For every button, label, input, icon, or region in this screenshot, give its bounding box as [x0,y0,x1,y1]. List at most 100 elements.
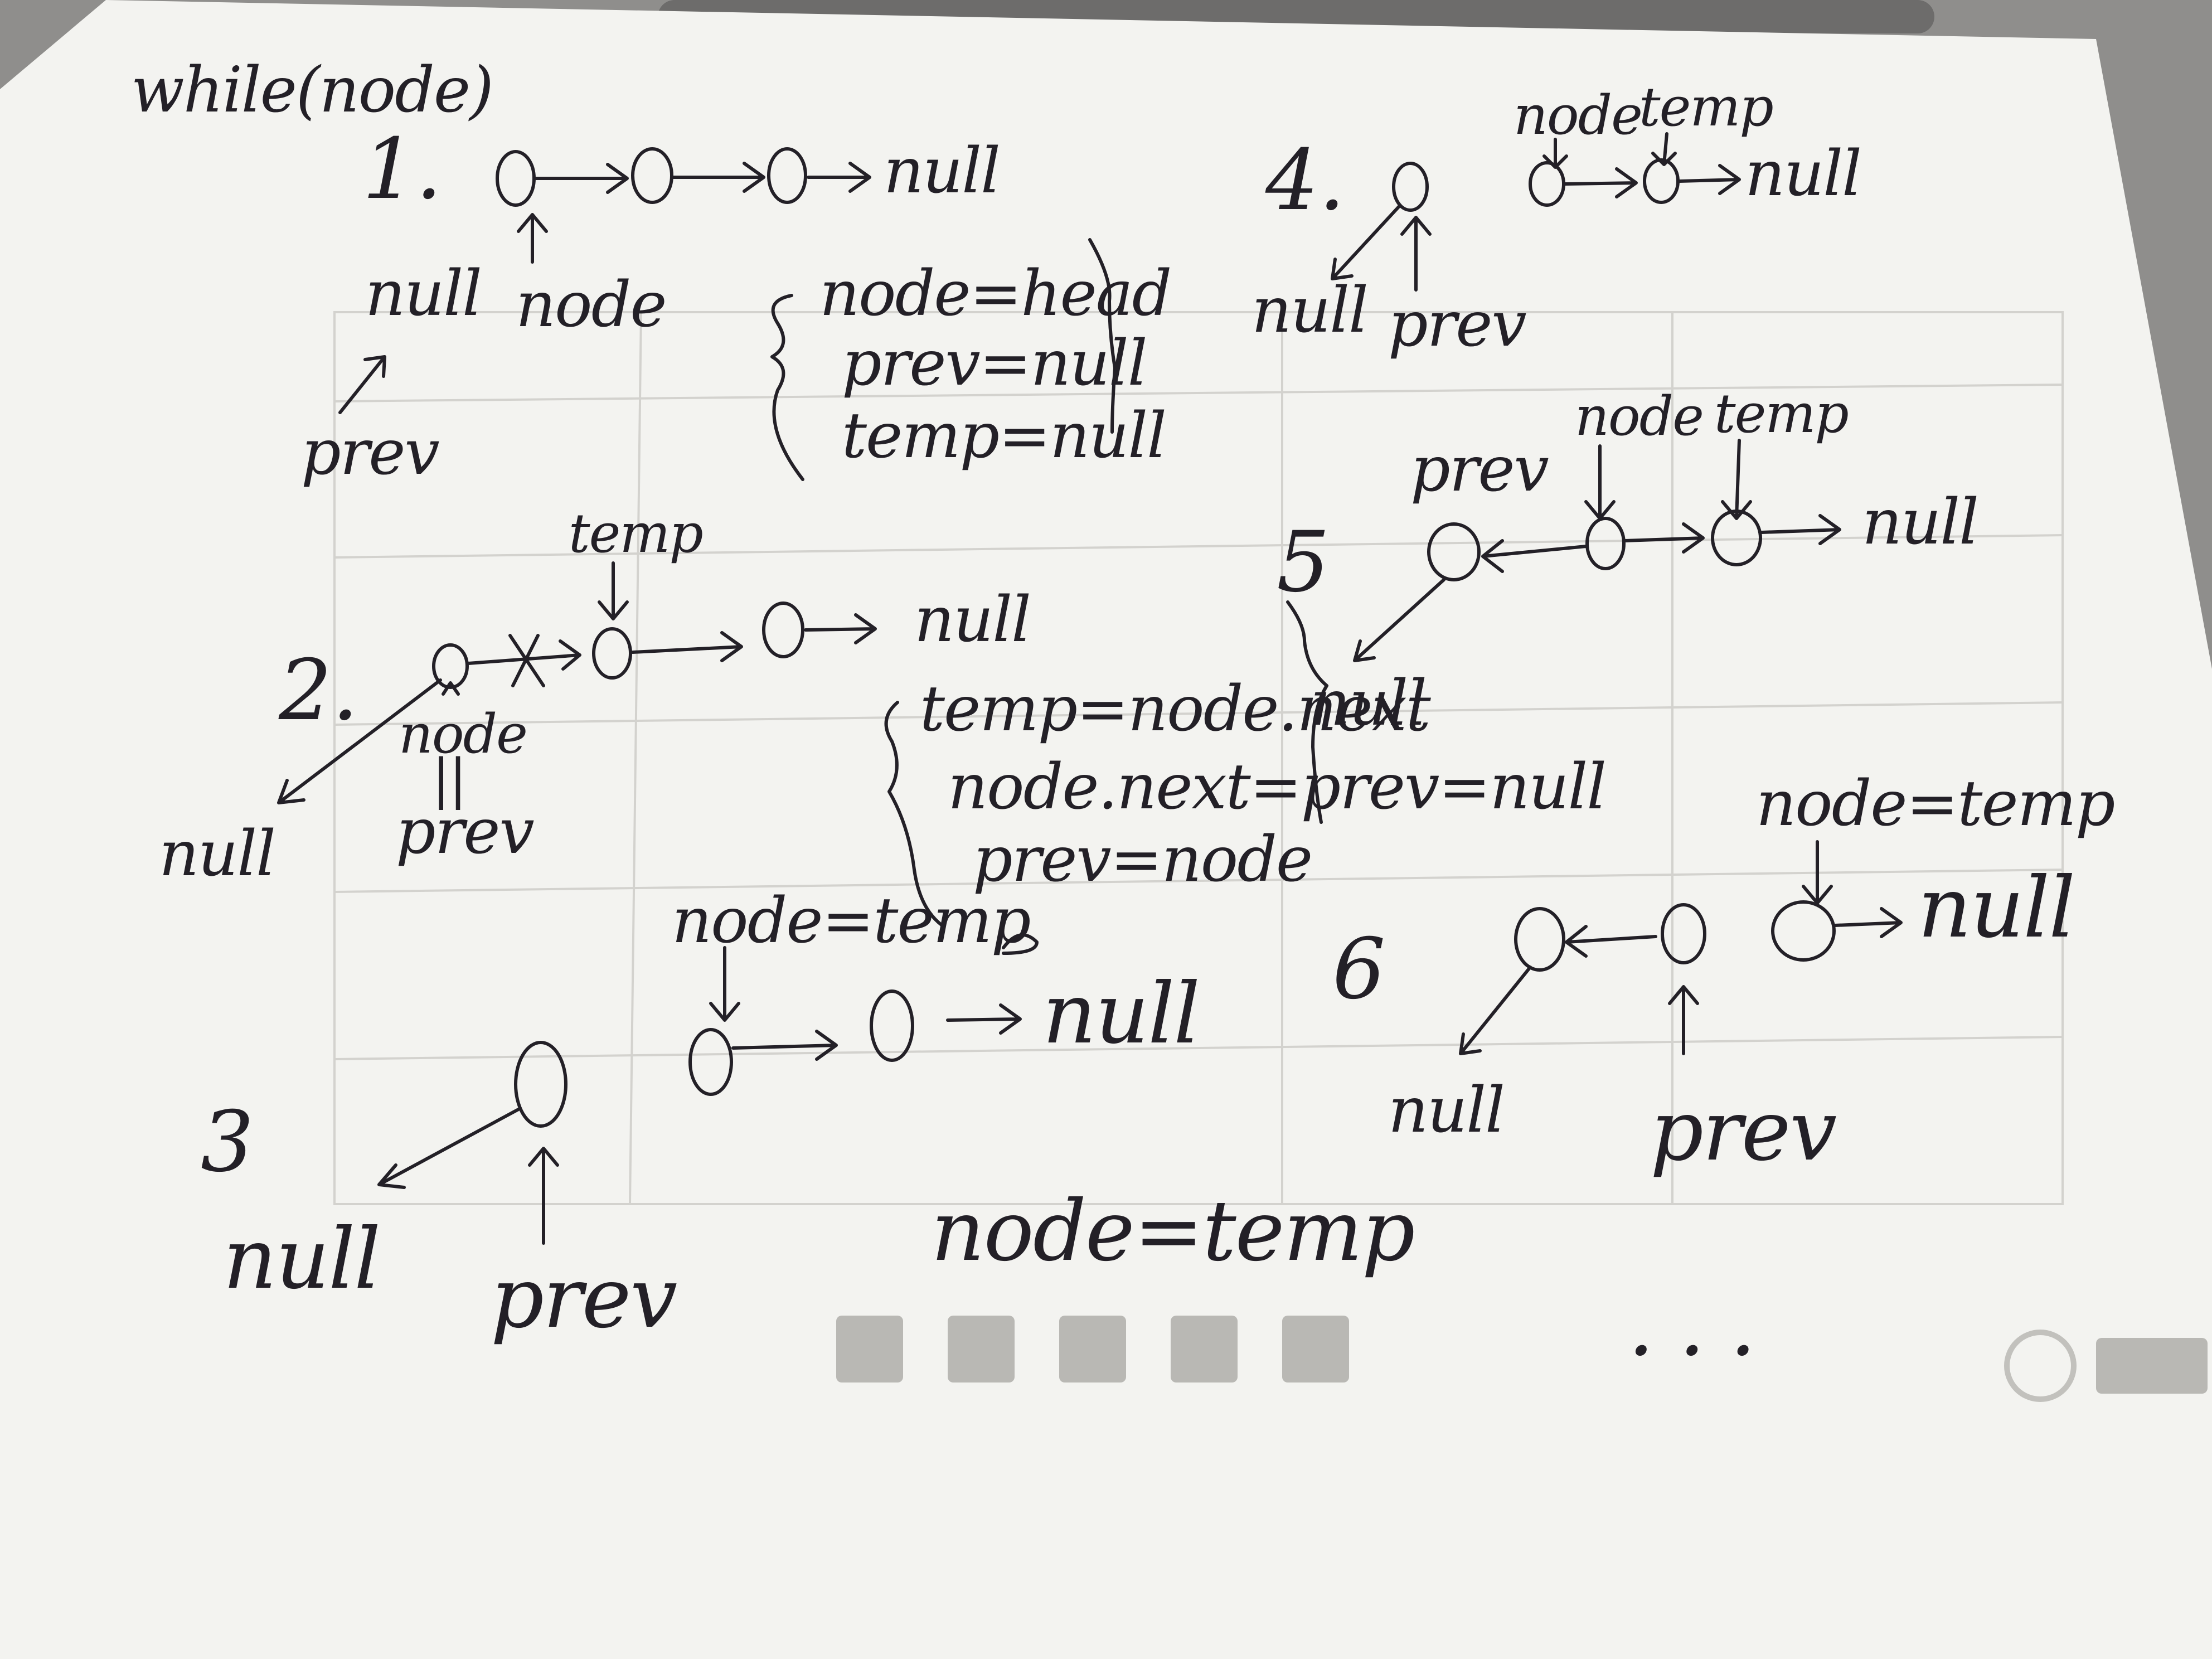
temp-label: temp [1639,76,1773,138]
null-label: null [884,135,1000,207]
node-circle [1771,900,1836,962]
step-3: 3 null prev [201,1041,678,1347]
step-1-label: 1. [362,121,442,218]
node-label: node [1575,385,1703,448]
cross-mark [508,634,545,687]
arrow [1833,907,1903,938]
arrow [533,163,629,194]
down-arrow [598,561,629,620]
node-circle [514,1041,567,1128]
null-label: null [365,258,481,330]
step-5: 5 prev node temp null null [1277,382,1979,824]
up-arrow [1400,216,1432,292]
down-arrow [1802,840,1833,905]
code-line: prev=null [842,327,1147,400]
step-3-label: 3 [201,1094,254,1191]
node-eq-temp-label: node=temp [931,1183,1414,1280]
node-circle [1661,903,1706,964]
step-4: 4. null prev node temp null [1251,76,1862,361]
arrow [671,162,765,193]
node-circle [870,989,914,1062]
up-arrow [1668,985,1699,1055]
code-line: node.next=prev=null [948,751,1605,823]
reverse-arrow [1481,539,1588,573]
arrow [1564,167,1638,198]
step-4-label: 4. [1265,132,1345,229]
node-circle [1427,522,1481,581]
prev-pointer-label: prev [301,416,440,489]
arrow [807,162,871,193]
brace-left [770,294,804,481]
step-1: 1. null node null prev node=head prev=nu… [301,121,1172,489]
node-circle [1711,510,1762,566]
up-arrow [528,1147,559,1245]
up-arrow [338,355,386,414]
step-6: 6 node=temp null null prev [1332,768,2116,1180]
prev-label: prev [396,795,535,868]
null-label: null [1745,138,1861,210]
up-arrow [517,213,548,264]
node-circle [767,147,807,204]
equals-mark: || [432,748,466,810]
node-pointer-label: node [516,269,666,341]
prev-label: prev [1388,288,1527,361]
temp-label: temp [1714,382,1848,445]
ellipsis-dots: . . . [1628,1278,1755,1375]
null-label: null [1862,486,1978,559]
arrow [631,631,743,662]
arrow [1677,164,1741,195]
step-2: 2. temp null null node || prev temp=node… [159,502,1607,927]
back-arrow [1353,578,1445,662]
step-6-label: 6 [1332,921,1385,1018]
down-arrow [1721,439,1752,520]
arrow [804,613,877,644]
back-arrow [377,1108,520,1189]
brace-left [884,701,944,927]
null-label: null [1310,667,1426,740]
null-label: null [1251,274,1367,347]
prev-label: prev [491,1250,677,1347]
step-2b: node=temp null node=temp [672,885,1415,1280]
null-label: null [223,1211,380,1308]
node-circle [432,643,469,689]
heading-while-node: while(node) [131,54,493,127]
null-label: null [1042,966,1199,1063]
node-label: node [1514,84,1642,147]
null-label: null [914,584,1030,656]
prev-label: prev [1410,433,1549,506]
brace-right [1088,238,1117,434]
node-circle [1514,907,1565,972]
step-2-label: 2. [278,642,358,739]
node-eq-temp-label: node=temp [1756,768,2114,840]
up-arrow [442,681,460,696]
node-circle [631,147,673,204]
reverse-arrow [1565,925,1657,958]
node-eq-temp-label: node=temp [672,885,1030,957]
arrow [1760,514,1841,545]
down-arrow [709,946,740,1022]
code-line: temp=node.next [920,673,1432,745]
node-circle [592,627,632,680]
node-circle [688,1028,733,1096]
scribble [1002,933,1039,955]
show-through-form [333,311,2208,1402]
brace [1286,600,1328,824]
node-label: node [399,703,527,765]
arrow [731,1030,838,1061]
back-arrow [1331,205,1401,280]
temp-pointer-label: temp [569,502,702,565]
node-circle [1392,162,1429,212]
null-label: null [159,818,275,890]
node-circle [1585,517,1626,570]
code-line: prev=node [973,823,1312,896]
step-5-label: 5 [1277,514,1330,611]
null-label: null [1388,1074,1504,1147]
back-arrow [277,678,442,804]
prev-label: prev [1650,1083,1836,1180]
arrow [1623,522,1705,554]
null-label: null [1918,860,2074,957]
code-line: node=head [819,258,1171,330]
back-arrow [1459,966,1532,1055]
node-circle [762,601,804,658]
